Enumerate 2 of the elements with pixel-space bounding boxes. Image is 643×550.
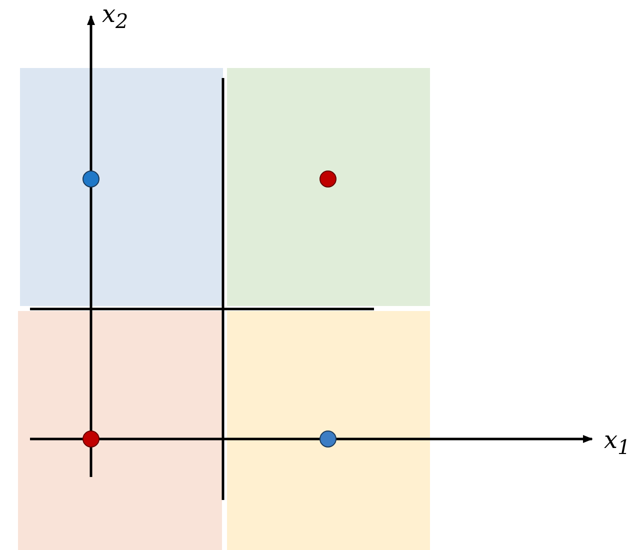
axis-label: x$_{1}$	[604, 428, 630, 457]
axis-label: x$_{2}$	[102, 2, 128, 31]
